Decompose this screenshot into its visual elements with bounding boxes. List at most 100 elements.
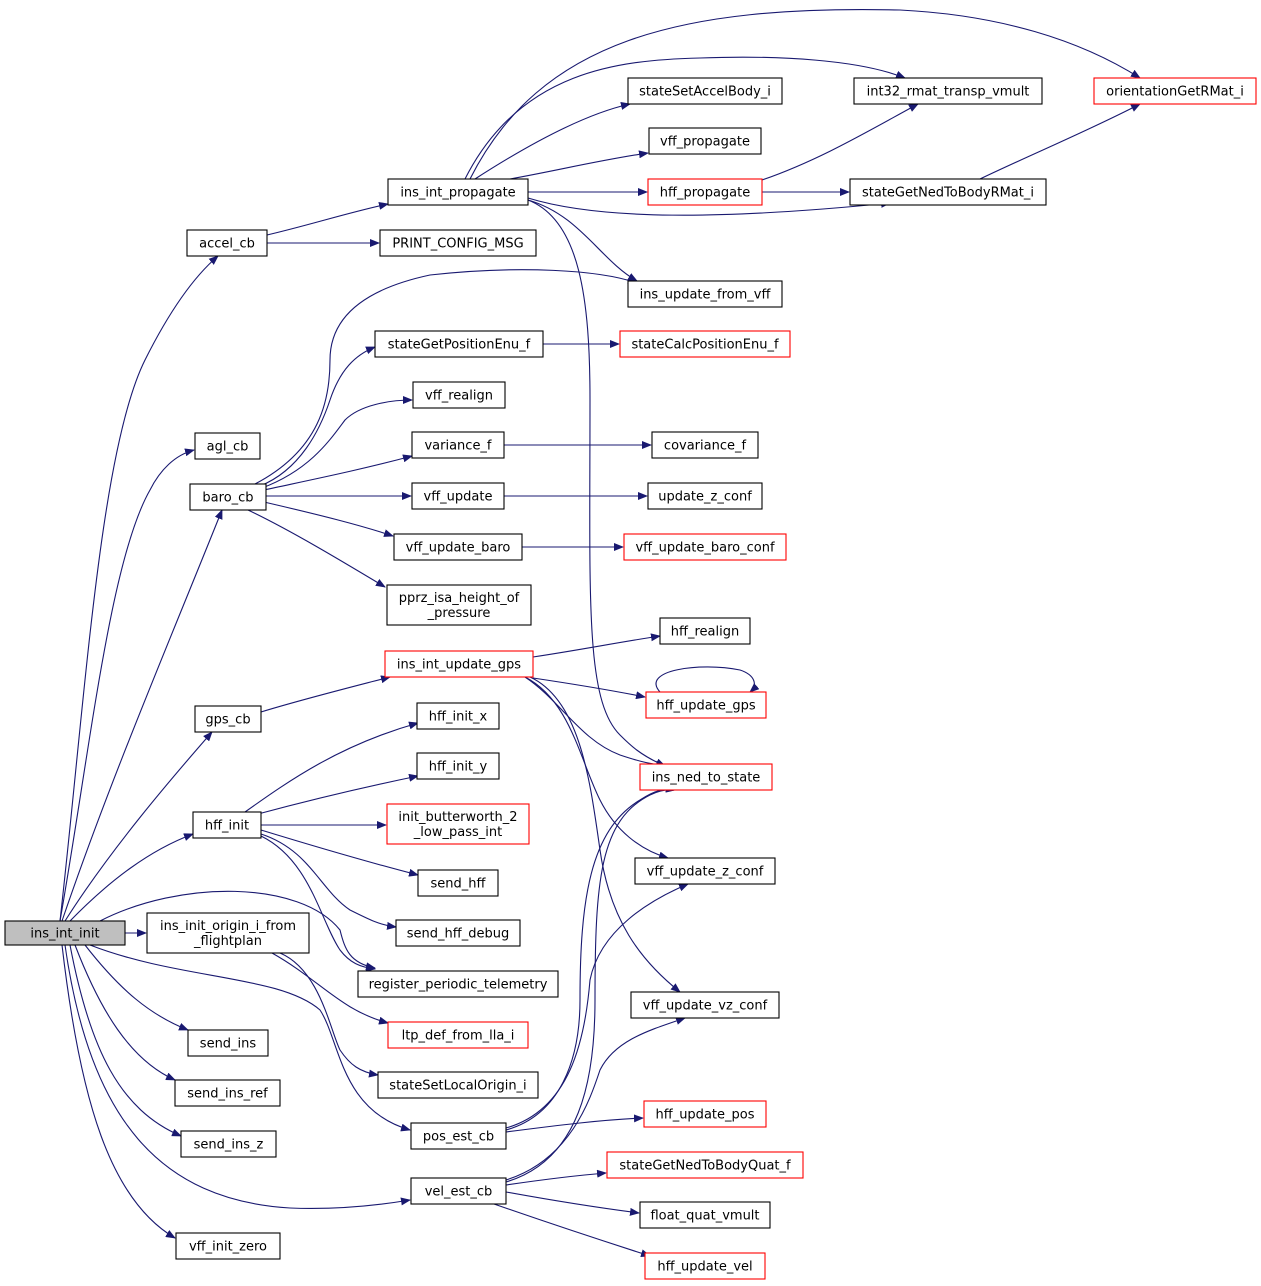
node-box[interactable] [651, 431, 759, 459]
node-gps_cb[interactable]: gps_cb [194, 705, 262, 733]
node-box[interactable] [634, 857, 776, 885]
node-box[interactable] [630, 991, 780, 1019]
node-vff_update_vz_conf[interactable]: vff_update_vz_conf [630, 991, 780, 1019]
node-ins_int_update_gps[interactable]: ins_int_update_gps [384, 650, 534, 678]
node-box[interactable] [627, 77, 783, 105]
node-send_hff_debug[interactable]: send_hff_debug [395, 919, 521, 947]
node-box[interactable] [410, 1122, 507, 1150]
node-send_ins_ref[interactable]: send_ins_ref [174, 1079, 281, 1107]
node-box[interactable] [395, 919, 521, 947]
node-hff_propagate[interactable]: hff_propagate [647, 178, 763, 206]
node-vff_update[interactable]: vff_update [411, 482, 505, 510]
node-ins_update_from_vff[interactable]: ins_update_from_vff [627, 280, 783, 308]
node-box[interactable] [180, 1130, 277, 1158]
node-hff_init_y[interactable]: hff_init_y [416, 752, 500, 780]
node-float_quat_vmult[interactable]: float_quat_vmult [639, 1201, 771, 1229]
node-box[interactable] [849, 178, 1047, 206]
node-box[interactable] [411, 431, 505, 459]
node-ins_int_propagate[interactable]: ins_int_propagate [387, 178, 529, 206]
node-send_hff[interactable]: send_hff [417, 869, 499, 897]
node-agl_cb[interactable]: agl_cb [194, 432, 261, 460]
node-box[interactable] [374, 330, 544, 358]
node-box[interactable] [623, 533, 787, 561]
node-box[interactable] [627, 280, 783, 308]
node-box[interactable] [411, 482, 505, 510]
node-box[interactable] [175, 1232, 281, 1260]
node-box[interactable] [187, 1029, 269, 1057]
node-ins_init_origin_i_from_flightplan[interactable]: ins_init_origin_i_from_flightplan [146, 912, 310, 954]
node-update_z_conf[interactable]: update_z_conf [647, 482, 763, 510]
node-hff_update_vel[interactable]: hff_update_vel [644, 1252, 766, 1280]
node-init_butterworth_2_low_pass_int[interactable]: init_butterworth_2_low_pass_int [386, 803, 530, 845]
node-box[interactable] [387, 1021, 529, 1049]
node-int32_rmat_transp_vmult[interactable]: int32_rmat_transp_vmult [853, 77, 1043, 105]
node-vff_update_baro[interactable]: vff_update_baro [393, 533, 523, 561]
node-pos_est_cb[interactable]: pos_est_cb [410, 1122, 507, 1150]
node-box[interactable] [606, 1151, 804, 1179]
node-box[interactable] [379, 229, 537, 257]
node-box[interactable] [4, 920, 126, 946]
node-box[interactable] [416, 752, 500, 780]
node-box[interactable] [194, 705, 262, 733]
node-PRINT_CONFIG_MSG[interactable]: PRINT_CONFIG_MSG [379, 229, 537, 257]
node-hff_update_pos[interactable]: hff_update_pos [643, 1100, 767, 1128]
node-box[interactable] [192, 811, 262, 839]
node-stateGetNedToBodyRMat_i[interactable]: stateGetNedToBodyRMat_i [849, 178, 1047, 206]
node-baro_cb[interactable]: baro_cb [189, 483, 267, 511]
node-vff_realign[interactable]: vff_realign [412, 381, 506, 409]
node-box[interactable] [377, 1071, 539, 1099]
node-variance_f[interactable]: variance_f [411, 431, 505, 459]
node-box[interactable] [194, 432, 261, 460]
node-stateGetPositionEnu_f[interactable]: stateGetPositionEnu_f [374, 330, 544, 358]
node-box[interactable] [189, 483, 267, 511]
node-send_ins[interactable]: send_ins [187, 1029, 269, 1057]
node-box[interactable] [384, 650, 534, 678]
node-box[interactable] [417, 869, 499, 897]
node-stateGetNedToBodyQuat_f[interactable]: stateGetNedToBodyQuat_f [606, 1151, 804, 1179]
node-orientationGetRMat_i[interactable]: orientationGetRMat_i [1093, 77, 1257, 105]
node-box[interactable] [146, 912, 310, 954]
node-box[interactable] [174, 1079, 281, 1107]
node-stateCalcPositionEnu_f[interactable]: stateCalcPositionEnu_f [619, 330, 791, 358]
node-vff_update_z_conf[interactable]: vff_update_z_conf [634, 857, 776, 885]
node-box[interactable] [648, 127, 762, 155]
node-pprz_isa_height_of_pressure[interactable]: pprz_isa_height_of_pressure [386, 584, 532, 626]
node-hff_update_gps[interactable]: hff_update_gps [645, 691, 767, 719]
node-box[interactable] [1093, 77, 1257, 105]
node-box[interactable] [643, 1100, 767, 1128]
node-box[interactable] [644, 1252, 766, 1280]
node-box[interactable] [639, 1201, 771, 1229]
node-box[interactable] [186, 229, 268, 257]
node-box[interactable] [647, 482, 763, 510]
node-box[interactable] [387, 178, 529, 206]
node-accel_cb[interactable]: accel_cb [186, 229, 268, 257]
node-box[interactable] [386, 584, 532, 626]
node-box[interactable] [393, 533, 523, 561]
node-box[interactable] [619, 330, 791, 358]
node-vff_propagate[interactable]: vff_propagate [648, 127, 762, 155]
node-vff_update_baro_conf[interactable]: vff_update_baro_conf [623, 533, 787, 561]
node-ins_int_init[interactable]: ins_int_init [4, 920, 126, 946]
node-vff_init_zero[interactable]: vff_init_zero [175, 1232, 281, 1260]
node-hff_init[interactable]: hff_init [192, 811, 262, 839]
node-stateSetAccelBody_i[interactable]: stateSetAccelBody_i [627, 77, 783, 105]
node-send_ins_z[interactable]: send_ins_z [180, 1130, 277, 1158]
node-box[interactable] [386, 803, 530, 845]
node-box[interactable] [853, 77, 1043, 105]
node-covariance_f[interactable]: covariance_f [651, 431, 759, 459]
node-register_periodic_telemetry[interactable]: register_periodic_telemetry [357, 970, 559, 998]
node-ins_ned_to_state[interactable]: ins_ned_to_state [639, 763, 773, 791]
node-hff_realign[interactable]: hff_realign [659, 617, 751, 645]
node-box[interactable] [357, 970, 559, 998]
node-ltp_def_from_lla_i[interactable]: ltp_def_from_lla_i [387, 1021, 529, 1049]
node-box[interactable] [412, 381, 506, 409]
node-box[interactable] [659, 617, 751, 645]
node-box[interactable] [416, 702, 500, 730]
node-hff_init_x[interactable]: hff_init_x [416, 702, 500, 730]
node-box[interactable] [647, 178, 763, 206]
node-box[interactable] [410, 1177, 507, 1205]
node-stateSetLocalOrigin_i[interactable]: stateSetLocalOrigin_i [377, 1071, 539, 1099]
node-box[interactable] [639, 763, 773, 791]
node-box[interactable] [645, 691, 767, 719]
node-vel_est_cb[interactable]: vel_est_cb [410, 1177, 507, 1205]
